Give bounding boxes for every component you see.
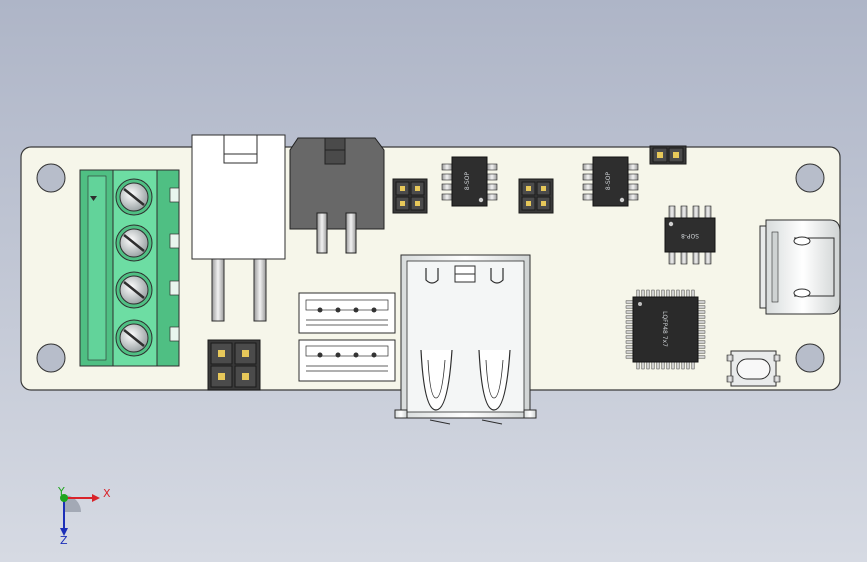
qfp-pin bbox=[691, 289, 695, 298]
qfp-pin bbox=[681, 361, 685, 370]
qfp-pin bbox=[625, 310, 634, 314]
sop8-chip-lower[interactable]: SOP-8 bbox=[664, 205, 716, 265]
y-axis-label: Y bbox=[57, 485, 65, 498]
qfp-pin bbox=[671, 289, 675, 298]
dark-2pin-connector[interactable] bbox=[289, 137, 385, 254]
qfp-pin bbox=[656, 289, 660, 298]
qfp-pin bbox=[681, 289, 685, 298]
qfp-pin bbox=[697, 350, 706, 354]
qfp-pin bbox=[697, 315, 706, 319]
qfp-pin bbox=[625, 345, 634, 349]
qfp-pin bbox=[676, 361, 680, 370]
x-axis-label: X bbox=[103, 487, 111, 500]
qfp-pin bbox=[625, 315, 634, 319]
qfp-pin bbox=[661, 289, 665, 298]
x-axis-arrow-icon bbox=[92, 494, 100, 502]
qfp-pin bbox=[697, 345, 706, 349]
sop8-marking: SOP-8 bbox=[681, 232, 699, 239]
qfp-pin bbox=[625, 325, 634, 329]
y-axis-dot-icon bbox=[60, 494, 68, 502]
sop8-chip-right[interactable]: 8-SOP bbox=[582, 156, 639, 207]
z-axis-arrow-icon bbox=[60, 528, 68, 536]
qfp-pin bbox=[656, 361, 660, 370]
qfp-pin bbox=[636, 289, 640, 298]
qfp-pin bbox=[697, 310, 706, 314]
pin-header-2x2[interactable] bbox=[518, 178, 554, 214]
terminal-screw bbox=[115, 319, 153, 357]
qfp-pin bbox=[651, 361, 655, 370]
white-2pin-connector[interactable] bbox=[191, 134, 286, 322]
qfp-pin bbox=[651, 289, 655, 298]
usb-c-receptacle[interactable] bbox=[759, 219, 841, 315]
pin-header-1x2[interactable] bbox=[649, 145, 687, 165]
qfp-pin bbox=[625, 340, 634, 344]
terminal-screw bbox=[115, 271, 153, 309]
sop8-chip-left[interactable]: 8-SOP bbox=[441, 156, 498, 207]
qfp-pins bbox=[625, 289, 706, 370]
qfp-pin bbox=[691, 361, 695, 370]
sop8-marking: 8-SOP bbox=[464, 172, 471, 191]
qfp-pin bbox=[697, 335, 706, 339]
pin-header-2x2[interactable] bbox=[392, 178, 428, 214]
z-axis-label: Z bbox=[60, 534, 68, 547]
terminal-screw bbox=[115, 178, 153, 216]
qfp-pin bbox=[636, 361, 640, 370]
qfp-pin bbox=[697, 355, 706, 359]
qfp-pin bbox=[686, 289, 690, 298]
mounting-hole bbox=[795, 343, 825, 373]
pin-header-2x2[interactable] bbox=[207, 339, 261, 391]
mounting-hole bbox=[36, 163, 66, 193]
sop8-marking: 8-SOP bbox=[605, 172, 612, 191]
usb-a-receptacle[interactable] bbox=[394, 254, 537, 425]
qfp-pin bbox=[671, 361, 675, 370]
qfp-pin bbox=[666, 361, 670, 370]
jst-4pin-connector-top[interactable] bbox=[298, 292, 396, 334]
qfp-pin bbox=[625, 350, 634, 354]
qfp-pin bbox=[686, 361, 690, 370]
mounting-hole bbox=[795, 163, 825, 193]
mounting-hole bbox=[36, 343, 66, 373]
qfp-pin bbox=[697, 325, 706, 329]
qfp-pin bbox=[625, 300, 634, 304]
triad-shadow bbox=[64, 495, 81, 512]
qfp-pin bbox=[646, 361, 650, 370]
qfp-pin bbox=[661, 361, 665, 370]
qfp-pin bbox=[676, 289, 680, 298]
tactile-push-button[interactable] bbox=[726, 350, 781, 387]
qfp-pin bbox=[697, 320, 706, 324]
qfp-pin bbox=[697, 340, 706, 344]
qfp-pin bbox=[625, 305, 634, 309]
qfp-pin bbox=[641, 289, 645, 298]
qfp-pin bbox=[625, 330, 634, 334]
qfp-pin bbox=[625, 335, 634, 339]
lqfp48-chip[interactable]: LQFP48 7x7 bbox=[625, 289, 706, 370]
qfp-pin bbox=[625, 355, 634, 359]
jst-4pin-connector-bottom[interactable] bbox=[298, 339, 396, 382]
qfp-pin bbox=[666, 289, 670, 298]
qfp-pin bbox=[697, 305, 706, 309]
screw-terminal-block[interactable] bbox=[79, 169, 180, 367]
coordinate-triad[interactable]: X Y Z bbox=[57, 485, 111, 547]
lqfp-marking: LQFP48 7x7 bbox=[661, 311, 668, 347]
qfp-pin bbox=[646, 289, 650, 298]
qfp-pin bbox=[641, 361, 645, 370]
qfp-pin bbox=[697, 300, 706, 304]
qfp-pin bbox=[625, 320, 634, 324]
qfp-pin bbox=[697, 330, 706, 334]
terminal-screw bbox=[115, 224, 153, 262]
